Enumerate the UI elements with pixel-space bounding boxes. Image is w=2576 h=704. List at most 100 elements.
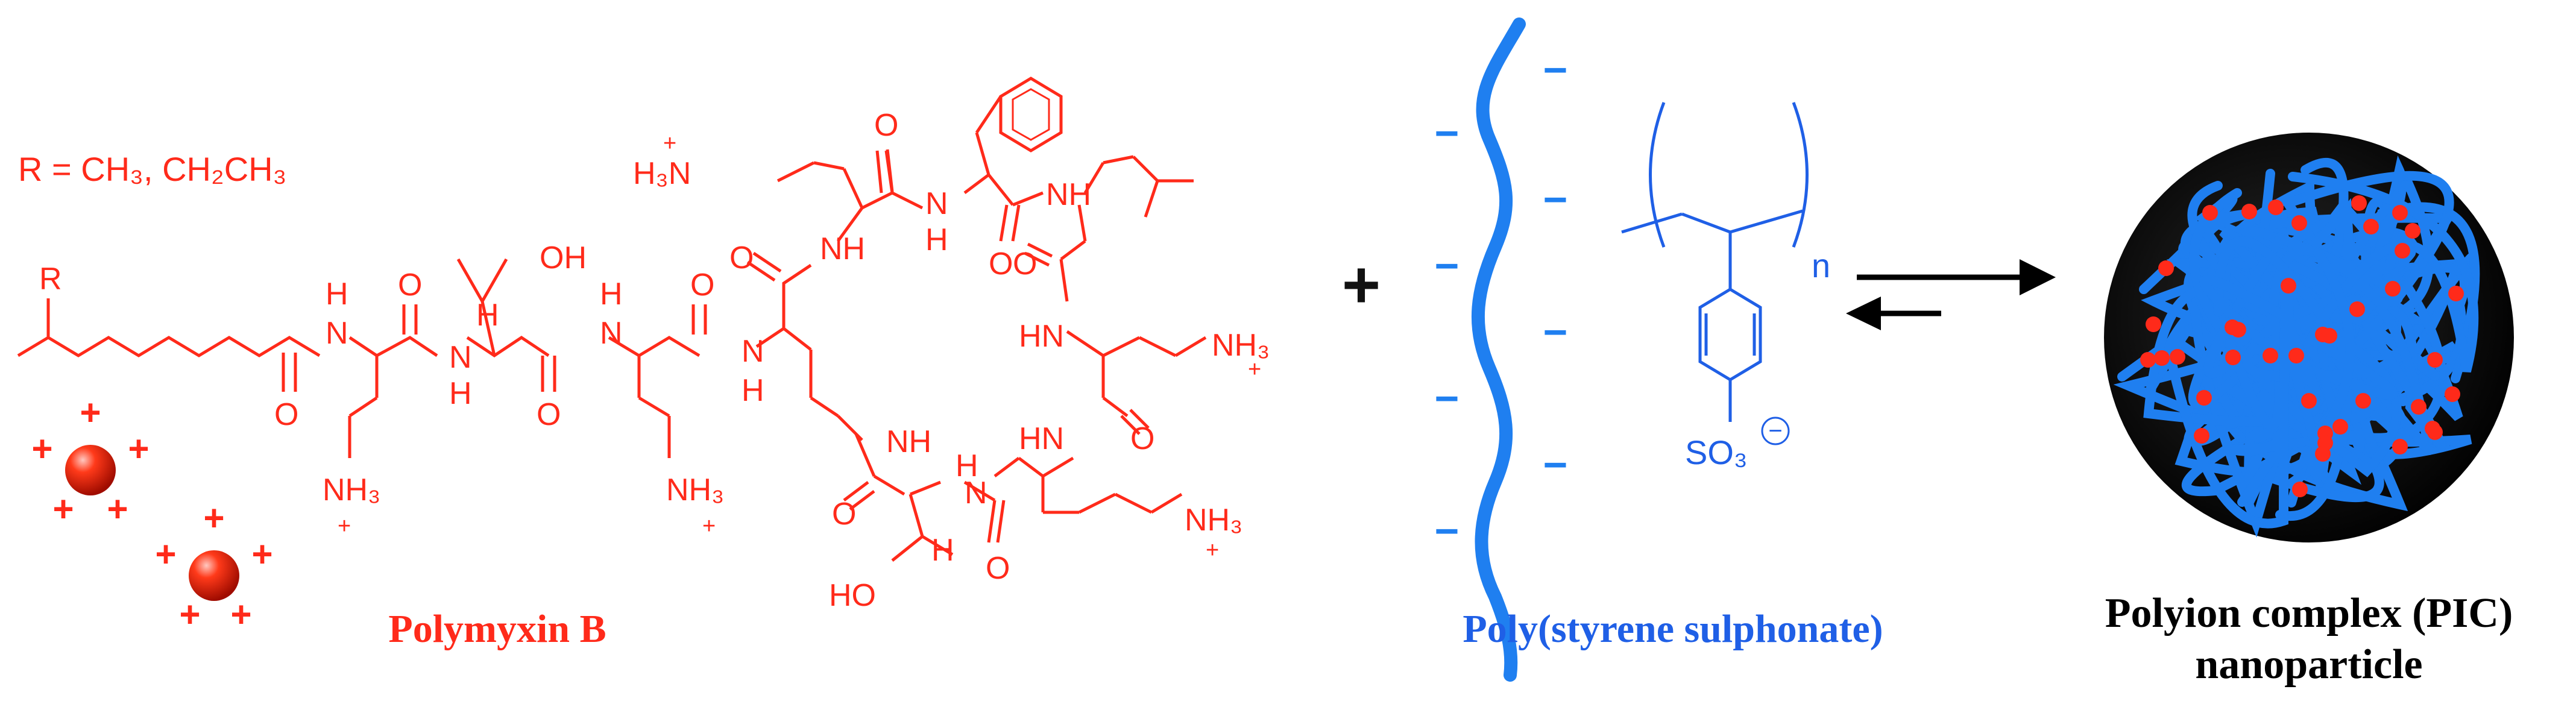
carbonyl-o-3: O: [537, 397, 561, 432]
coil-strand: [2213, 172, 2479, 400]
carbonyl-o-10: O: [986, 551, 1010, 586]
product-label-line2: nanoparticle: [2195, 641, 2422, 688]
r-group-definition: R = CH₃, CH₂CH₃: [18, 150, 286, 188]
svg-text:−: −: [1543, 176, 1568, 223]
cation-dot: [2158, 260, 2174, 276]
cation-dot: [2322, 328, 2337, 344]
cation-dot: [2355, 393, 2371, 409]
amide-n-4: N: [742, 334, 764, 369]
cation-dot: [2263, 348, 2278, 363]
svg-text:−: −: [1543, 309, 1568, 356]
cation-dot: [2231, 322, 2246, 338]
ammonium-top: H₃N: [633, 156, 691, 191]
alpha-h-bottom: H: [931, 533, 954, 568]
cation-dot: [2405, 223, 2420, 239]
svg-text:+: +: [230, 594, 251, 635]
cation-dot: [2281, 278, 2296, 294]
cation-dot: [2196, 390, 2212, 406]
cationic-particle-icon: + + + + +: [31, 392, 149, 529]
amide-h-4: H: [742, 373, 764, 408]
cation-dot: [2392, 439, 2408, 454]
svg-text:−: −: [1435, 242, 1460, 289]
cation-dot: [2291, 215, 2307, 231]
sulfonate-label: SO₃: [1685, 433, 1748, 471]
cation-dot: [2315, 446, 2331, 462]
svg-text:+: +: [107, 489, 128, 529]
negative-charges: − − − − − − − −: [1435, 46, 1568, 555]
cation-dot: [2411, 399, 2426, 415]
cation-dot: [2146, 316, 2161, 332]
ammonium-right-plus: +: [1248, 357, 1261, 382]
cation-dot: [2288, 348, 2304, 363]
amide-hn-right: HN: [1019, 319, 1064, 354]
svg-text:−: −: [1435, 375, 1460, 422]
reaction-plus-sign: +: [1342, 248, 1381, 322]
ammonium-bottom: NH₃: [1185, 503, 1242, 538]
cation-dot: [2349, 301, 2365, 317]
cation-dot: [2385, 281, 2401, 297]
pic-nanoparticle-icon: [2104, 133, 2514, 542]
amide-h-6: H: [956, 448, 978, 483]
repeat-unit-n: n: [1812, 247, 1830, 284]
hydroxyl-ho-bottom: HO: [829, 578, 876, 613]
carbonyl-o-8: O: [1013, 247, 1037, 281]
carbonyl-o-6: O: [874, 108, 898, 143]
amide-h-2: H: [449, 376, 472, 411]
svg-text:+: +: [179, 594, 200, 635]
equilibrium-arrow-icon: [1846, 259, 2056, 330]
amide-n-6: N: [965, 476, 987, 511]
ammonium-mid-plus: +: [702, 514, 716, 539]
cation-dot: [2170, 349, 2185, 365]
cation-dot: [2194, 428, 2209, 444]
ammonium-bottom-plus: +: [1206, 538, 1219, 563]
cation-dot: [2427, 352, 2443, 368]
carbonyl-o-5: O: [729, 240, 754, 275]
pss-label: Poly(styrene sulphonate): [1463, 607, 1883, 651]
ammonium-left: NH₃: [323, 473, 380, 508]
amide-h-3: H: [600, 277, 623, 312]
amide-h-5: H: [925, 222, 948, 257]
r-group-label: R: [39, 262, 62, 297]
carbonyl-o-9: O: [1130, 421, 1154, 456]
amide-n-2: N: [449, 340, 472, 375]
carbonyl-o-1: O: [274, 397, 298, 432]
cation-dot: [2202, 205, 2218, 221]
svg-text:+: +: [203, 498, 224, 538]
amide-nh-phe: NH: [1046, 177, 1091, 212]
carbonyl-o-7: O: [989, 247, 1013, 281]
cation-dot: [2363, 219, 2379, 234]
svg-text:+: +: [251, 534, 272, 574]
svg-text:−: −: [1543, 441, 1568, 488]
svg-text:−: −: [1435, 508, 1460, 555]
svg-text:+: +: [31, 429, 52, 469]
amide-nh-bottom: NH: [886, 424, 931, 459]
ammonium-top-plus: +: [663, 131, 676, 156]
sulfonate-charge-sign: −: [1768, 418, 1782, 444]
amide-n-3: N: [600, 316, 623, 351]
polymyxin-b-label: Polymyxin B: [388, 607, 606, 651]
amide-nh-top: NH: [820, 231, 865, 266]
cationic-particle-icon-2: + + + + +: [155, 498, 272, 635]
svg-text:−: −: [1543, 46, 1568, 93]
svg-text:+: +: [155, 534, 176, 574]
amide-n-5: N: [925, 186, 948, 221]
svg-text:−: −: [1435, 110, 1460, 157]
svg-text:+: +: [80, 392, 101, 433]
pss-monomer-structure: [1621, 102, 1809, 422]
polyanion-chain-icon: [1471, 17, 1526, 682]
cation-dot: [2332, 419, 2348, 435]
cation-dot: [2154, 350, 2170, 366]
ammonium-left-plus: +: [338, 514, 351, 539]
amide-hn-bottom: HN: [1019, 421, 1064, 456]
sulfonate-charge-circle: [1761, 416, 1790, 445]
cation-dot: [2301, 393, 2317, 409]
svg-text:+: +: [52, 489, 74, 529]
amide-h-1: H: [326, 277, 348, 312]
cation-dot: [2392, 205, 2408, 221]
polymyxin-atom-labels: R H N O O N H H OH O H N O N H O NH H₃N …: [39, 108, 1270, 613]
cation-dot: [2427, 424, 2443, 440]
cation-dot: [2225, 350, 2241, 365]
cation-dot: [2292, 482, 2308, 497]
cation-dot: [2241, 204, 2257, 219]
